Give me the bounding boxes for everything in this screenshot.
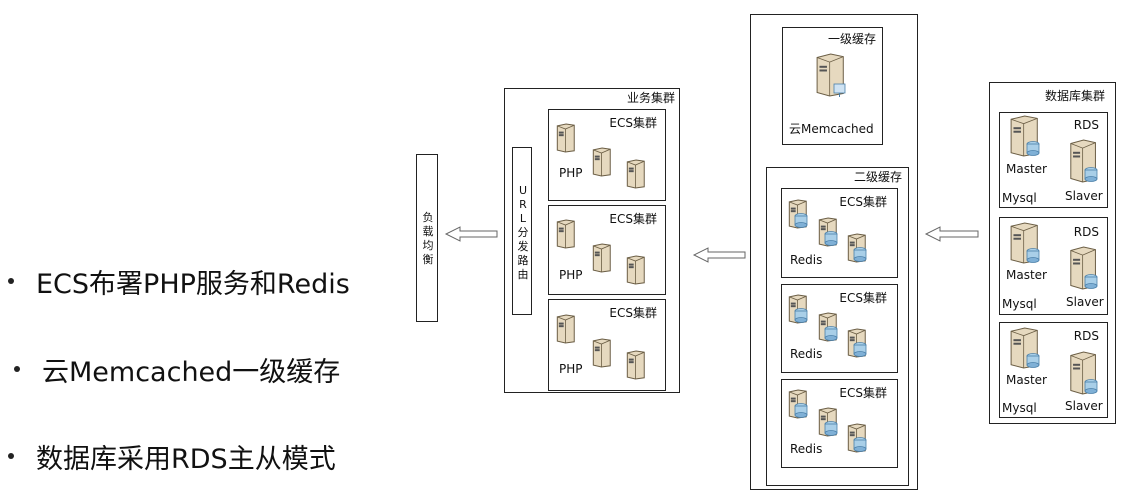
database-server-icon [1066, 138, 1098, 184]
database-server-icon [1066, 245, 1098, 291]
database-server-icon [786, 293, 808, 325]
ecs-cluster-title: ECS集群 [839, 195, 887, 209]
ecs-cluster-title: ECS集群 [609, 116, 657, 130]
bullet-item: 数据库采用RDS主从模式 [8, 436, 336, 476]
server-icon [554, 313, 576, 345]
bullet-item: 云Memcached一级缓存 [14, 349, 340, 389]
server-icon [590, 146, 612, 178]
server-icon [590, 242, 612, 274]
l1-cache-title: 一级缓存 [827, 32, 876, 46]
arrow-left-icon [444, 226, 498, 242]
php-label: PHP [559, 166, 583, 180]
database-server-icon [786, 388, 808, 420]
master-label: Master [1006, 373, 1047, 387]
arrow-left-icon [692, 247, 746, 263]
ecs-cluster-title: ECS集群 [609, 212, 657, 226]
ecs-cluster-redis: ECS集群 Redis [781, 284, 898, 373]
database-server-icon [845, 422, 867, 454]
rds-title: RDS [1073, 118, 1099, 132]
mysql-label: Mysql [1002, 401, 1037, 415]
redis-label: Redis [790, 347, 823, 361]
database-server-icon [1066, 350, 1098, 396]
database-server-icon [845, 232, 867, 264]
database-server-icon [786, 198, 808, 230]
database-cluster: 数据库集群 RDS Master Slaver Mysql RDS Master… [989, 82, 1116, 424]
database-server-icon [816, 216, 838, 248]
bullet-text: 云Memcached一级缓存 [42, 356, 341, 388]
l2-cache-title: 二级缓存 [853, 170, 902, 184]
bullet-text: 数据库采用RDS主从模式 [36, 443, 336, 475]
bullet-item: ECS布署PHP服务和Redis [8, 261, 350, 301]
url-router: U R L 分 发 路 由 [512, 147, 532, 315]
server-icon [624, 254, 646, 286]
php-label: PHP [559, 362, 583, 376]
database-server-icon [1006, 114, 1040, 158]
server-icon [590, 337, 612, 369]
server-icon [554, 122, 576, 154]
database-server-icon [816, 311, 838, 343]
ecs-cluster-title: ECS集群 [839, 386, 887, 400]
master-label: Master [1006, 162, 1047, 176]
mysql-label: Mysql [1002, 191, 1037, 205]
master-label: Master [1006, 268, 1047, 282]
memcached-label: 云Memcached [789, 122, 874, 136]
redis-label: Redis [790, 442, 823, 456]
bullet-dot-icon [8, 453, 14, 459]
mysql-label: Mysql [1002, 297, 1037, 311]
bullet-list: ECS布署PHP服务和Redis 云Memcached一级缓存 数据库采用RDS… [0, 0, 420, 500]
url-router-label: U R L 分 发 路 由 [517, 184, 529, 281]
redis-label: Redis [790, 253, 823, 267]
database-server-icon [1006, 221, 1040, 265]
slaver-label: Slaver [1065, 399, 1103, 413]
rds-title: RDS [1073, 329, 1099, 343]
load-balancer-label: 负 载 均 衡 [422, 211, 434, 266]
arrow-left-icon [924, 226, 979, 242]
database-cluster-title: 数据库集群 [1044, 89, 1105, 103]
database-server-icon [1006, 326, 1040, 370]
cache-server-icon [812, 52, 846, 98]
business-cluster-title: 业务集群 [626, 91, 675, 105]
server-icon [624, 158, 646, 190]
database-server-icon [845, 327, 867, 359]
ecs-cluster-title: ECS集群 [839, 291, 887, 305]
ecs-cluster-title: ECS集群 [609, 306, 657, 320]
rds-title: RDS [1073, 225, 1099, 239]
server-icon [624, 349, 646, 381]
bullet-dot-icon [14, 366, 20, 372]
bullet-dot-icon [8, 278, 14, 284]
load-balancer: 负 载 均 衡 [416, 154, 438, 322]
php-label: PHP [559, 268, 583, 282]
slaver-label: Slaver [1066, 295, 1104, 309]
rds-group: RDS Master Slaver Mysql [999, 322, 1108, 418]
server-icon [554, 218, 576, 250]
slaver-label: Slaver [1065, 189, 1103, 203]
database-server-icon [816, 406, 838, 438]
bullet-text: ECS布署PHP服务和Redis [36, 268, 350, 300]
